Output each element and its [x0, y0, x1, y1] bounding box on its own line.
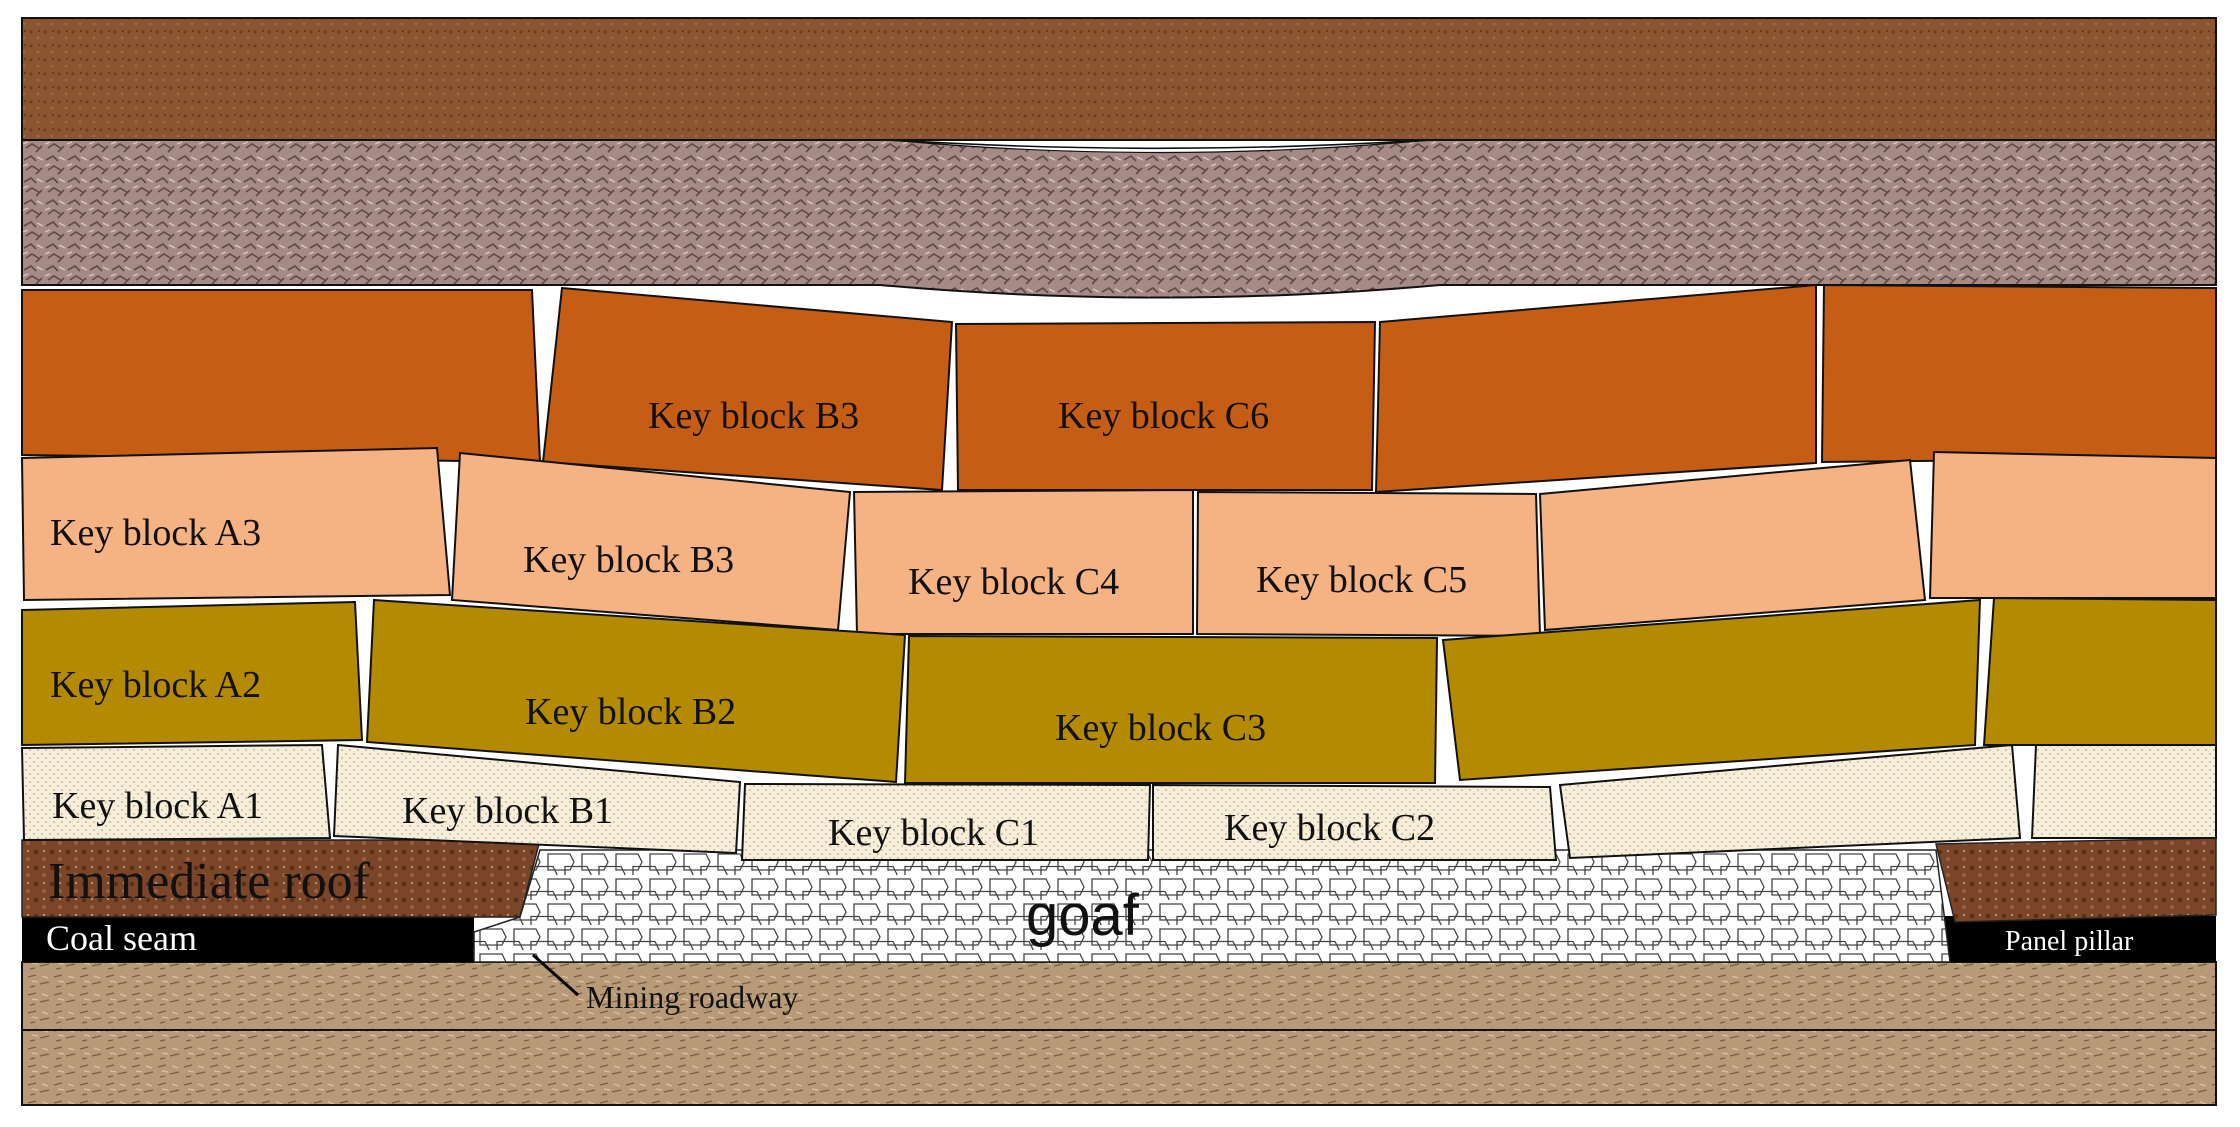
key-block-a3	[20, 446, 452, 602]
floor-stratum-lower	[21, 1029, 2217, 1106]
key-block-c4	[852, 488, 1194, 635]
row2-key-blocks	[21, 596, 2217, 784]
key-block-a1	[20, 743, 332, 842]
key-block-row4-right-1	[1374, 283, 1817, 494]
key-block-row4-right-2	[1820, 283, 2217, 464]
label-key-block-b1: Key block B1	[402, 790, 613, 832]
coal-seam-right	[1944, 916, 2216, 962]
key-block-b3-upper	[541, 286, 954, 492]
label-goaf: goaf	[1026, 883, 1140, 948]
mining-roadway-pointer	[532, 953, 579, 997]
label-coal-seam: Coal seam	[46, 918, 197, 958]
label-key-block-b3: Key block B3	[523, 539, 734, 581]
label-key-block-c6: Key block C6	[1058, 395, 1269, 437]
key-block-b1	[332, 743, 742, 855]
label-key-block-a3: Key block A3	[50, 512, 261, 554]
gravel-stratum	[21, 139, 2217, 299]
key-block-row3-right-1	[1538, 458, 1927, 632]
key-block-row2-right-1	[1441, 598, 1982, 782]
label-key-block-b2: Key block B2	[525, 691, 736, 733]
label-key-block-c3: Key block C3	[1055, 707, 1266, 749]
label-key-block-a2: Key block A2	[50, 664, 261, 706]
key-block-b2	[365, 598, 907, 784]
key-block-c2	[1152, 783, 1558, 861]
label-key-block-b3-upper: Key block B3	[648, 395, 859, 437]
label-key-block-a1: Key block A1	[52, 785, 263, 827]
goaf-area	[473, 849, 1951, 963]
key-block-c6	[954, 320, 1377, 491]
key-block-row1-right-1	[1558, 743, 2022, 860]
label-key-block-c4: Key block C4	[908, 561, 1119, 603]
floor-stratum-upper	[21, 961, 2217, 1031]
top-stratum	[21, 17, 2217, 141]
key-block-row1-right-2	[2030, 744, 2217, 839]
key-block-c1	[740, 782, 1152, 861]
key-block-c3	[903, 634, 1439, 784]
coal-seam-left	[22, 913, 474, 962]
key-block-row3-right-2	[1928, 450, 2217, 599]
row1-key-blocks	[20, 743, 2217, 861]
bed-separation-gap	[889, 139, 1431, 154]
label-mining-roadway: Mining roadway	[586, 979, 798, 1015]
label-immediate-roof: Immediate roof	[48, 853, 371, 910]
immediate-roof-right	[1935, 837, 2217, 923]
label-key-block-c5: Key block C5	[1256, 559, 1467, 601]
key-block-a2	[21, 600, 364, 747]
row3-key-blocks	[20, 446, 2217, 638]
label-key-block-c2: Key block C2	[1224, 807, 1435, 849]
key-block-row4-left	[21, 289, 542, 464]
label-panel-pillar: Panel pillar	[2005, 926, 2134, 957]
key-block-row2-right-2	[1982, 596, 2217, 746]
label-key-block-c1: Key block C1	[828, 812, 1039, 854]
